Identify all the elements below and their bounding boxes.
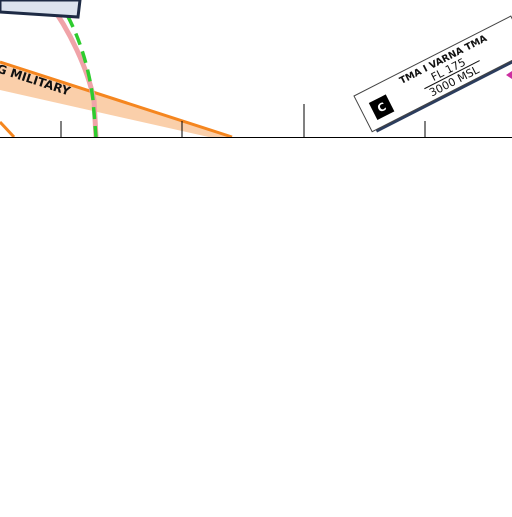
tma-info-box[interactable]: C TMA I VARNA TMA FL 175 3000 MSL [353, 14, 512, 134]
military-boundary [0, 60, 233, 140]
military-boundary-line [0, 60, 233, 139]
tma-box-frame [353, 15, 512, 133]
chart-blank-area [0, 137, 512, 512]
limit-divider [424, 60, 480, 90]
military-boundary-band [0, 64, 232, 140]
airspace-box-fragment [0, 0, 82, 19]
military-boundary-corner [0, 120, 16, 139]
magenta-marker [506, 71, 512, 79]
chart-frame [0, 104, 512, 512]
class-badge [368, 94, 395, 120]
